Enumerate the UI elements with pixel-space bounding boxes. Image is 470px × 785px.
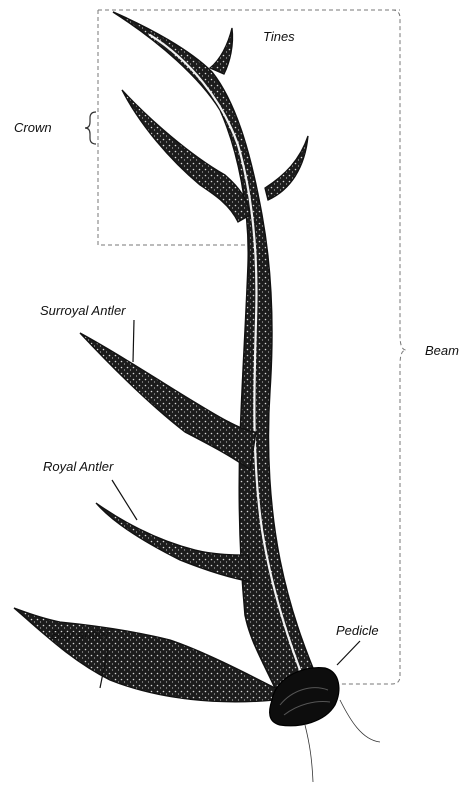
label-bay-antler: Bay antler [51, 628, 110, 641]
hair-wisp [305, 725, 313, 782]
crown-brace [85, 112, 96, 144]
hair-wisp [340, 700, 380, 742]
tine-right [265, 136, 308, 200]
bay-tine [14, 608, 275, 702]
royal-tine [96, 503, 252, 582]
label-tines: Tines [263, 30, 295, 43]
label-surroyal-antler: Surroyal Antler [40, 304, 126, 317]
label-beam: Beam [425, 344, 459, 357]
tine-top [210, 28, 233, 74]
label-royal-antler: Royal Antler [43, 460, 113, 473]
label-pedicle: Pedicle [336, 624, 379, 637]
pedicle-leader [337, 641, 360, 665]
label-crown: Crown [14, 121, 52, 134]
surroyal-tine [80, 333, 256, 470]
beam-bracket [340, 10, 406, 684]
surroyal-leader [133, 320, 134, 362]
royal-leader [112, 480, 137, 520]
